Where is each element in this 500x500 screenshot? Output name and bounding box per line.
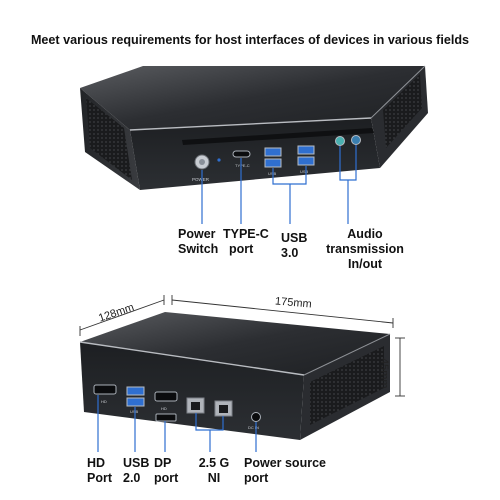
right-vent [383, 74, 422, 148]
typec-port [232, 150, 251, 158]
left-vent [86, 98, 132, 180]
audio-jack-2 [351, 135, 361, 145]
usb3-port-3 [297, 145, 315, 155]
usb-mark-a: USB [268, 171, 277, 176]
usb3-port-1 [264, 147, 282, 157]
hd-mark-1: HD [101, 399, 107, 404]
front-callouts [201, 145, 357, 224]
dp-port [155, 413, 177, 422]
dcin-mark: DC IN [248, 425, 259, 430]
usb2-mark: USB [130, 409, 139, 414]
usb3-port-4 [297, 156, 315, 166]
rear-right-vent [310, 346, 384, 425]
hd-mark-2: HD [161, 406, 167, 411]
hd-port-2 [154, 391, 178, 402]
audio-jack-1 [335, 136, 345, 146]
headline: Meet various requirements for host inter… [30, 33, 470, 47]
front-device-top [80, 66, 425, 130]
dimension-height: 45mm [378, 358, 390, 389]
usb3-port-2 [264, 158, 282, 168]
dimension-lines [79, 295, 405, 397]
rear-device-face [80, 342, 304, 440]
usb2-port-2 [126, 397, 145, 407]
front-device: POWER TYPE-C USB USB [80, 65, 428, 190]
rear-device-top [80, 312, 390, 375]
rear-device: HD USB HD DC IN [79, 312, 391, 440]
rear-callouts [97, 395, 257, 452]
power-led [217, 158, 221, 162]
usb2-port-1 [126, 386, 145, 396]
typec-mark: TYPE-C [235, 163, 250, 168]
dc-in-port [251, 412, 261, 422]
usb-mark-b: USB [300, 169, 309, 174]
power-mark: POWER [192, 177, 210, 182]
hd-port-1 [93, 384, 117, 395]
